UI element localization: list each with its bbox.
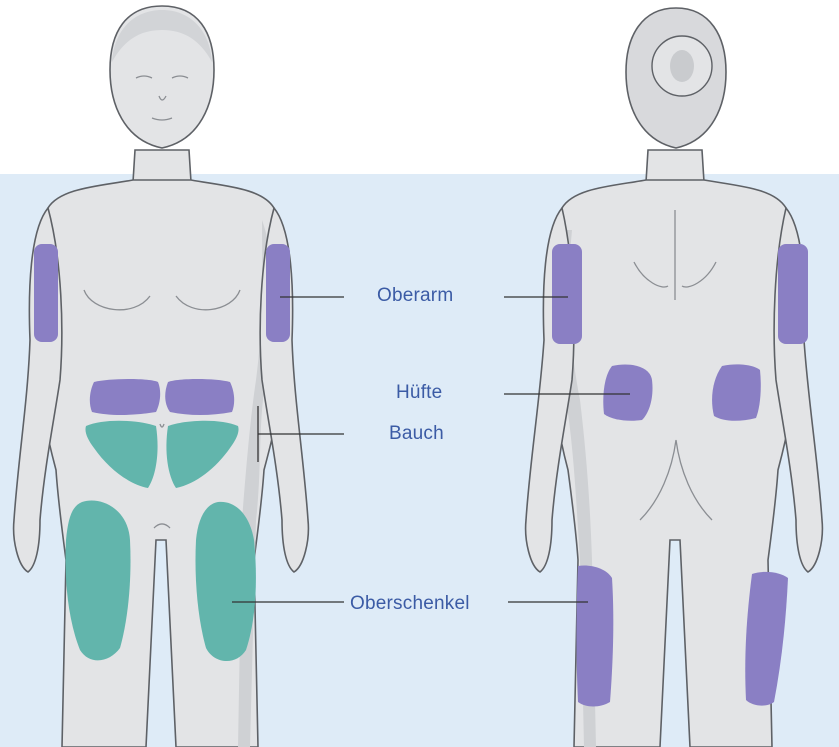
back-left-hip-zone	[603, 365, 652, 421]
label-oberarm: Oberarm	[377, 285, 453, 307]
label-huefte: Hüfte	[396, 382, 442, 404]
front-neck	[133, 150, 191, 182]
back-left-thigh-zone	[577, 566, 614, 707]
back-right-thigh-zone	[745, 572, 788, 706]
front-left-upper-arm-zone	[34, 244, 58, 342]
back-right-upper-arm-zone	[778, 244, 808, 344]
female-body-back-icon	[526, 8, 823, 747]
front-right-thigh-zone	[195, 502, 255, 661]
back-left-upper-arm-zone	[552, 244, 582, 344]
front-left-hip-zone	[90, 379, 160, 415]
back-hair-bun-center	[670, 50, 694, 82]
front-right-upper-arm-zone	[266, 244, 290, 342]
label-oberschenkel: Oberschenkel	[350, 593, 470, 615]
back-right-hip-zone	[712, 364, 761, 420]
back-neck	[646, 150, 704, 182]
label-bauch: Bauch	[389, 423, 444, 445]
front-right-hip-zone	[165, 379, 234, 415]
female-body-front-icon	[14, 6, 309, 747]
